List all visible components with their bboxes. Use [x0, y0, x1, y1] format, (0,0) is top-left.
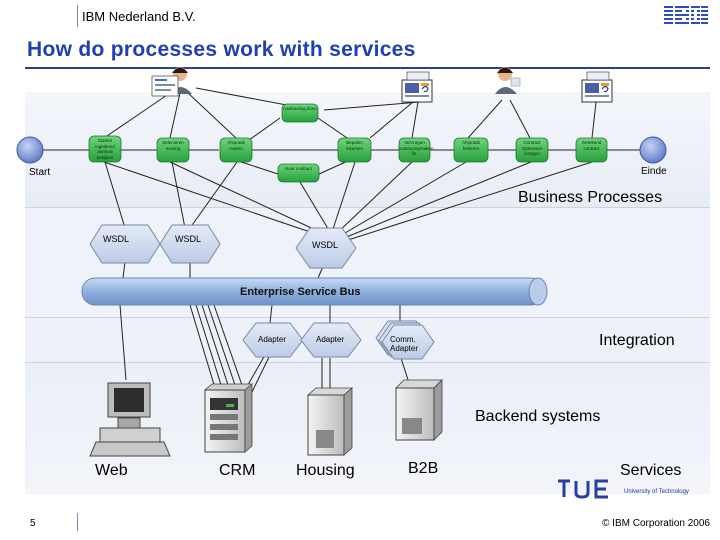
wsdl-services — [89, 224, 357, 269]
activity-label: Verzorgen contractopmaken fin. — [399, 140, 434, 156]
user-icons — [164, 67, 521, 94]
end-label: Einde — [641, 166, 667, 177]
page-title: How do processes work with services — [27, 38, 416, 61]
activity-box — [156, 137, 190, 163]
activity-label: Aanbieding doen — [283, 106, 317, 111]
copyright: © IBM Corporation 2006 — [602, 518, 710, 529]
process-activities — [88, 103, 608, 183]
activity-box — [398, 137, 431, 163]
activity-box — [277, 163, 320, 183]
activity-label: Afspraak bekeren — [462, 140, 480, 151]
backend-label-housing: Housing — [296, 462, 355, 479]
backend-label-crm: CRM — [219, 462, 256, 479]
adapter-hexagon — [300, 322, 362, 358]
start-event — [16, 136, 44, 164]
activity-label: Huur contract — [284, 166, 312, 171]
end-event — [639, 136, 667, 164]
enterprise-service-bus — [81, 277, 548, 306]
web-computer-icon — [89, 382, 171, 457]
activity-box — [281, 103, 319, 123]
activity-box — [515, 137, 549, 163]
band-divider — [25, 207, 710, 208]
activity-label: Afspraak maken — [227, 140, 245, 151]
document-icon — [581, 79, 613, 103]
adapter-label: Adapter — [258, 335, 287, 344]
title-rule — [25, 67, 710, 69]
partner-name: University of Technology — [624, 489, 689, 495]
document-icon — [406, 71, 430, 81]
crm-server-icon — [203, 383, 254, 453]
backend-label-web: Web — [95, 462, 128, 479]
activity-label: Bepalen inkomen — [345, 140, 363, 151]
wsdl-label: WSDL — [312, 240, 339, 250]
wsdl-hexagon — [159, 224, 221, 264]
document-icon — [151, 75, 179, 97]
layer-label-backend-systems: Backend systems — [475, 408, 601, 425]
activity-label: Contract Opleveren inzagen — [521, 140, 543, 156]
header-company: IBM Nederland B.V. — [82, 9, 196, 24]
header-divider — [77, 5, 78, 27]
start-label: Start — [29, 167, 51, 178]
activity-label: Getekend contract — [581, 140, 602, 151]
activity-label: Selecteren woning — [162, 140, 184, 151]
adapter-label: Adapter — [316, 335, 345, 344]
wsdl-label: WSDL — [103, 234, 130, 244]
housing-server-icon — [306, 387, 354, 456]
band-divider — [25, 317, 710, 318]
band-divider — [25, 362, 710, 363]
document-icon — [586, 71, 610, 81]
layer-label-integration: Integration — [599, 332, 675, 349]
service-links — [103, 161, 593, 241]
document-icons — [151, 71, 613, 103]
adapter-label: Comm. Adapter — [390, 335, 419, 353]
user-icon — [495, 67, 521, 94]
document-icon — [401, 79, 433, 103]
layer-label-services: Services — [620, 462, 682, 479]
activity-box — [88, 135, 122, 163]
backend-label-b2b: B2B — [408, 460, 439, 477]
esb-label: Enterprise Service Bus — [240, 286, 361, 298]
activity-label: Starten ingediend aanbod bekijken — [95, 138, 115, 160]
wsdl-hexagon — [295, 227, 357, 269]
band-integration — [25, 317, 710, 362]
b2b-server-icon — [395, 379, 443, 441]
ibm-logo-icon — [664, 6, 708, 24]
partner-logo-icon — [558, 479, 608, 499]
footer-divider — [77, 513, 78, 531]
activity-box — [453, 137, 489, 163]
activity-box — [219, 137, 253, 163]
activity-box — [337, 137, 372, 163]
adapter-hexagon — [381, 324, 435, 360]
layer-label-business-processes: Business Processes — [518, 189, 663, 206]
adapters — [242, 320, 435, 360]
adapter-hexagon — [242, 322, 304, 358]
wsdl-label: WSDL — [175, 234, 202, 244]
wsdl-hexagon — [89, 224, 161, 264]
integration-links — [119, 261, 411, 393]
page-number: 5 — [30, 518, 36, 529]
activity-box — [575, 137, 608, 163]
flow-arrows — [43, 87, 640, 175]
